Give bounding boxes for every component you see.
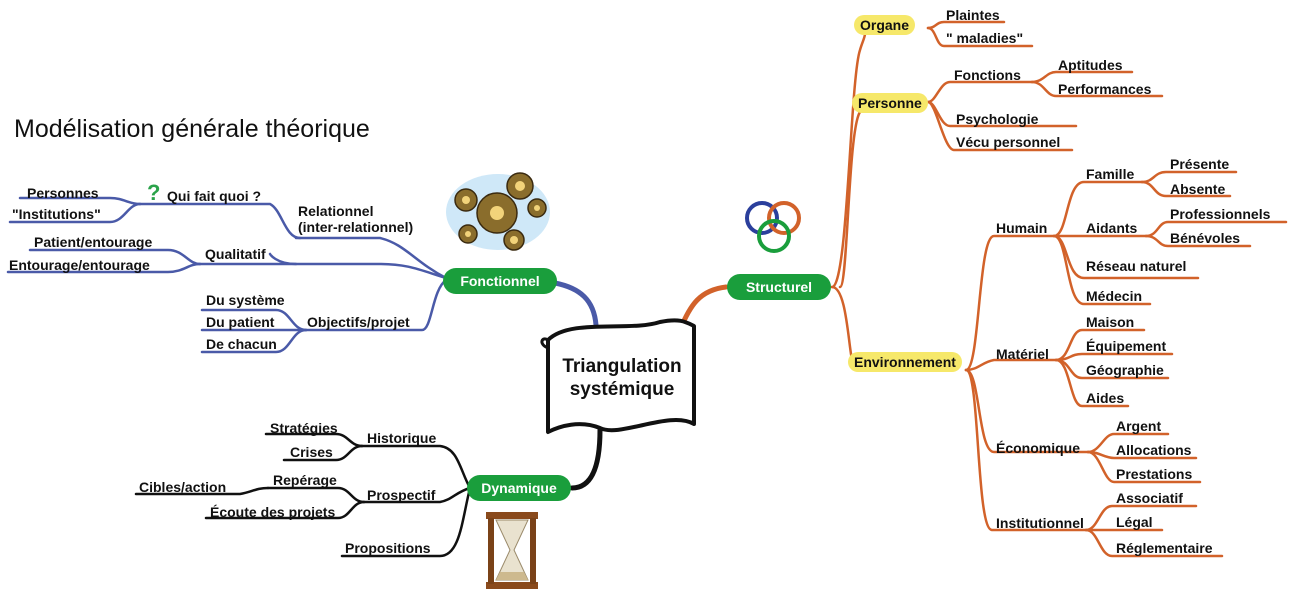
node-vecu-personnel[interactable]: Vécu personnel	[956, 134, 1061, 150]
page-title: Modélisation générale théorique	[14, 115, 370, 143]
node-patient-entourage[interactable]: Patient/entourage	[34, 234, 153, 250]
node-humain[interactable]: Humain	[996, 220, 1048, 236]
node-prestations[interactable]: Prestations	[1116, 466, 1193, 482]
node-du-systeme[interactable]: Du système	[206, 292, 285, 308]
node-famille[interactable]: Famille	[1086, 166, 1135, 182]
node-personnes[interactable]: Personnes	[27, 185, 99, 201]
node-institutionnel[interactable]: Institutionnel	[996, 515, 1084, 531]
node-medecin[interactable]: Médecin	[1086, 288, 1143, 304]
node-environnement[interactable]: Environnement	[848, 352, 962, 372]
center-document-shape	[540, 318, 696, 434]
node-psychologie[interactable]: Psychologie	[956, 111, 1039, 127]
node-aides[interactable]: Aides	[1086, 390, 1125, 406]
relationnel-line-2: (inter-relationnel)	[298, 219, 414, 235]
node-strategies[interactable]: Stratégies	[270, 420, 338, 436]
structurel-branches	[677, 20, 1288, 558]
gears-icon	[446, 172, 550, 251]
node-maladies[interactable]: " maladies"	[946, 30, 1024, 46]
node-fonctionnel[interactable]: Fonctionnel	[443, 268, 557, 294]
node-equipement[interactable]: Équipement	[1086, 338, 1167, 354]
node-du-patient[interactable]: Du patient	[206, 314, 275, 330]
node-prospectif[interactable]: Prospectif	[367, 487, 436, 503]
node-organe[interactable]: Organe	[854, 15, 916, 35]
node-geographie[interactable]: Géographie	[1086, 362, 1164, 378]
node-performances[interactable]: Performances	[1058, 81, 1152, 97]
node-historique[interactable]: Historique	[367, 430, 437, 446]
node-entourage-entourage[interactable]: Entourage/entourage	[9, 257, 150, 273]
node-propositions[interactable]: Propositions	[345, 540, 431, 556]
question-mark-icon: ?	[147, 180, 161, 205]
node-economique[interactable]: Économique	[996, 440, 1081, 456]
node-crises[interactable]: Crises	[290, 444, 333, 460]
node-professionnels[interactable]: Professionnels	[1170, 206, 1271, 222]
node-argent[interactable]: Argent	[1116, 418, 1162, 434]
center-line-2: systémique	[569, 379, 675, 400]
node-dynamique[interactable]: Dynamique	[467, 475, 571, 501]
hourglass-icon	[486, 512, 538, 589]
node-allocations[interactable]: Allocations	[1116, 442, 1192, 458]
node-ecoute-projets[interactable]: Écoute des projets	[210, 504, 336, 520]
dynamique-branches	[134, 427, 603, 558]
node-institutions[interactable]: "Institutions"	[12, 206, 101, 222]
node-reperage[interactable]: Repérage	[273, 472, 337, 488]
node-objectifs-projet[interactable]: Objectifs/projet	[307, 314, 410, 330]
node-reseau-naturel[interactable]: Réseau naturel	[1086, 258, 1187, 274]
node-cibles-action[interactable]: Cibles/action	[139, 479, 227, 495]
node-personne[interactable]: Personne	[852, 93, 928, 113]
node-absente[interactable]: Absente	[1170, 181, 1226, 197]
node-fonctions[interactable]: Fonctions	[954, 67, 1021, 83]
node-relationnel[interactable]: Relationnel (inter-relationnel)	[298, 203, 413, 235]
node-structurel[interactable]: Structurel	[727, 274, 831, 300]
node-aidants[interactable]: Aidants	[1086, 220, 1138, 236]
node-aptitudes[interactable]: Aptitudes	[1058, 57, 1123, 73]
node-associatif[interactable]: Associatif	[1116, 490, 1183, 506]
fonctionnel-branches	[6, 196, 599, 354]
node-reglementaire[interactable]: Réglementaire	[1116, 540, 1213, 556]
node-presente[interactable]: Présente	[1170, 156, 1230, 172]
node-plaintes[interactable]: Plaintes	[946, 7, 1000, 23]
center-node[interactable]: Triangulation systémique	[552, 355, 692, 401]
node-benevoles[interactable]: Bénévoles	[1170, 230, 1241, 246]
rings-icon	[745, 201, 801, 253]
center-line-1: Triangulation	[562, 356, 682, 377]
node-legal[interactable]: Légal	[1116, 514, 1153, 530]
node-qualitatif[interactable]: Qualitatif	[205, 246, 266, 262]
node-qui-fait-quoi[interactable]: Qui fait quoi ?	[167, 188, 262, 204]
relationnel-line-1: Relationnel	[298, 203, 374, 219]
node-maison[interactable]: Maison	[1086, 314, 1135, 330]
node-materiel[interactable]: Matériel	[996, 346, 1049, 362]
node-de-chacun[interactable]: De chacun	[206, 336, 277, 352]
